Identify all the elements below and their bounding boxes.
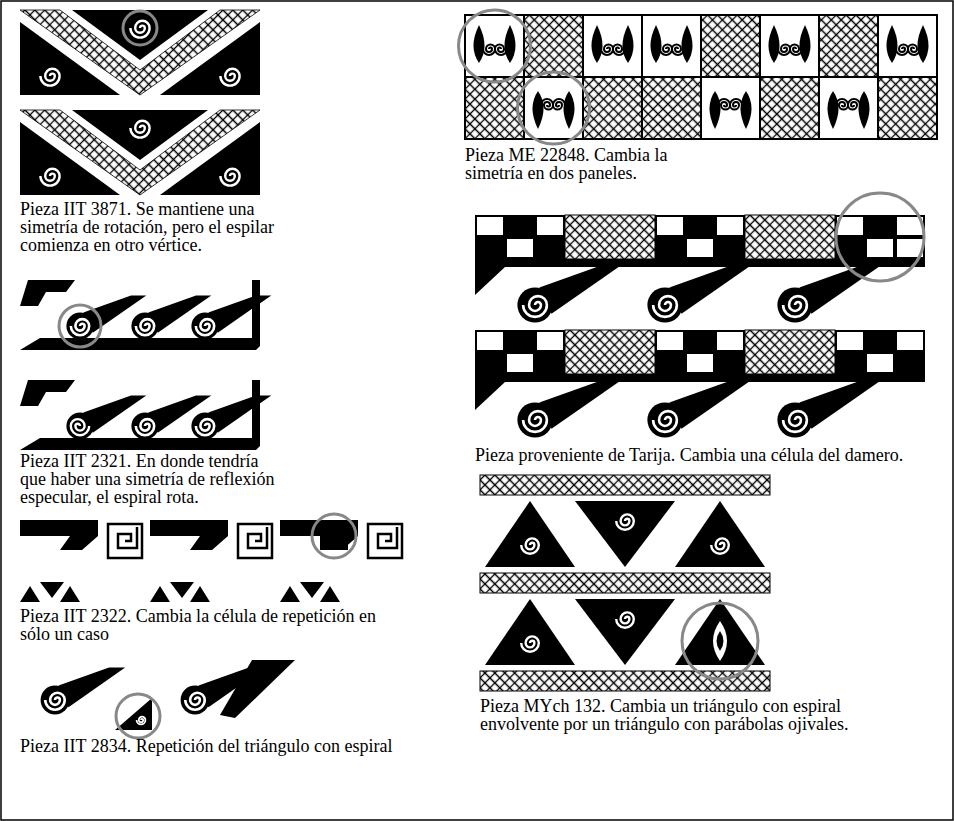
pattern-g	[150, 520, 272, 602]
pattern-use	[835, 330, 925, 374]
pattern-g	[20, 520, 142, 602]
pattern-rect	[701, 15, 760, 77]
pattern-path	[713, 621, 727, 661]
wave-pattern	[20, 380, 271, 450]
pattern-polygon	[220, 660, 295, 718]
pattern-polygon	[20, 280, 75, 306]
pattern-polygon	[20, 380, 75, 406]
pattern-rect	[583, 77, 642, 139]
highlight-circle	[459, 10, 531, 82]
pattern-rect	[480, 671, 770, 691]
pattern-polygon	[675, 599, 765, 665]
pattern-path	[248, 527, 267, 548]
pattern-rect	[524, 15, 583, 77]
pattern-use	[475, 330, 565, 374]
pattern-use	[565, 215, 655, 259]
caption-text: Pieza ME 22848. Cambia la simetría en do…	[465, 146, 687, 182]
pattern-use	[710, 91, 752, 129]
pattern-use	[651, 25, 693, 63]
pattern-polygon	[150, 520, 228, 550]
panel-grid-pattern	[459, 10, 938, 144]
pattern-polygon	[170, 582, 194, 598]
pattern-use	[592, 25, 634, 63]
pattern-g	[835, 215, 925, 259]
highlight-circle	[123, 11, 157, 45]
highlight-circle	[116, 694, 160, 738]
pattern-use	[565, 330, 655, 374]
pattern-polygon	[20, 586, 40, 602]
triangle-band-pattern	[480, 475, 770, 691]
pattern-rect	[867, 239, 893, 257]
pattern-use	[20, 110, 260, 195]
pattern-polygon	[280, 520, 358, 550]
pattern-g	[485, 599, 765, 665]
pattern-polygon	[300, 582, 324, 598]
caption-text: Pieza IIT 2834. Repetición del triángulo…	[20, 737, 450, 755]
pattern-rect	[642, 77, 701, 139]
pattern-use	[828, 91, 870, 129]
pattern-use	[887, 25, 929, 63]
pattern-rect	[465, 77, 524, 139]
pattern-path	[717, 631, 724, 651]
wave-triangle-pattern	[41, 660, 295, 738]
pattern-polygon	[280, 586, 300, 602]
highlight-circle	[836, 193, 924, 281]
pattern-rect	[238, 524, 272, 558]
zigzag-pattern	[20, 10, 260, 195]
wave-pattern	[20, 280, 271, 350]
pattern-rect	[760, 77, 819, 139]
highlight-circle	[518, 72, 590, 144]
pattern-polygon	[40, 582, 64, 598]
highlight-circle	[59, 305, 101, 347]
pattern-use	[191, 295, 271, 339]
pattern-rect	[368, 524, 402, 558]
pattern-use	[137, 717, 146, 725]
pattern-polygon	[60, 586, 80, 602]
checkerboard-wave-pattern	[475, 193, 925, 438]
pattern-path	[118, 527, 137, 548]
pattern-use	[655, 215, 745, 259]
pattern-rect	[480, 573, 770, 593]
pattern-use	[474, 25, 516, 63]
pattern-use	[485, 501, 675, 567]
pattern-use	[20, 10, 260, 95]
caption-text: Pieza proveniente de Tarija. Cambia una …	[475, 446, 947, 464]
pattern-rect	[320, 522, 348, 550]
pattern-use	[711, 538, 729, 553]
pattern-path	[378, 527, 397, 548]
pattern-use	[41, 668, 126, 715]
caption-text: Pieza MYch 132. Cambia un triángulo con …	[480, 697, 872, 733]
pattern-rect	[878, 77, 937, 139]
highlight-circle	[312, 514, 356, 558]
square-spiral-pattern	[20, 514, 402, 602]
pattern-use	[769, 25, 811, 63]
pattern-polygon	[675, 501, 765, 567]
pattern-rect	[819, 15, 878, 77]
caption-text: Pieza IIT 2321. En donde tendría que hab…	[20, 452, 282, 506]
pattern-polygon	[20, 520, 98, 550]
pattern-polygon	[320, 586, 340, 602]
pattern-use	[475, 259, 925, 323]
caption-text: Pieza IIT 3871. Se mantiene una simetría…	[20, 200, 290, 254]
pattern-use	[745, 330, 835, 374]
pattern-rect	[108, 524, 142, 558]
pattern-use	[533, 91, 575, 129]
pattern-use	[191, 395, 271, 439]
pattern-use	[71, 419, 89, 435]
pattern-polygon	[190, 586, 210, 602]
pattern-g	[485, 501, 765, 567]
highlight-circle	[682, 603, 758, 679]
pattern-rect	[835, 215, 925, 259]
pattern-use	[655, 330, 745, 374]
pattern-rect	[480, 475, 770, 495]
pattern-use	[475, 215, 565, 259]
caption-text: Pieza IIT 2322. Cambia la célula de repe…	[20, 607, 392, 643]
pattern-use	[485, 599, 675, 665]
pattern-use	[475, 374, 925, 438]
pattern-polygon	[150, 586, 170, 602]
pattern-use	[745, 215, 835, 259]
pattern-g	[280, 520, 402, 602]
